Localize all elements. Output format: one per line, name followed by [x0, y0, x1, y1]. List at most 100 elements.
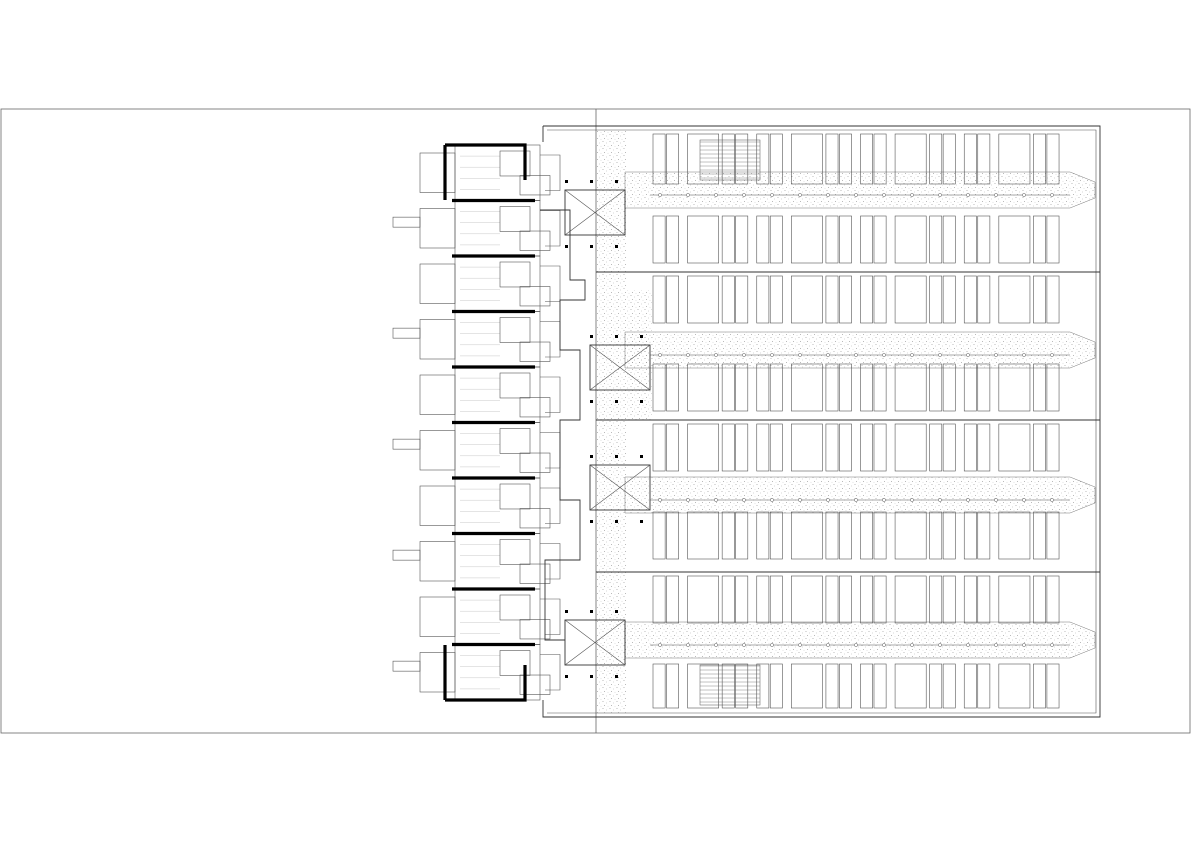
column-marker — [882, 193, 886, 197]
parking-stall — [652, 575, 666, 624]
parking-stall — [860, 423, 873, 472]
parking-stall — [687, 215, 720, 264]
parking-stall — [652, 423, 666, 472]
column-marker — [966, 643, 970, 647]
column-marker — [882, 353, 886, 357]
parking-stall — [687, 423, 720, 472]
parking-stall — [1046, 511, 1060, 560]
parking-stall — [1046, 663, 1060, 709]
column-marker — [826, 498, 830, 502]
parking-stall — [666, 511, 679, 560]
column-marker — [714, 498, 718, 502]
parking-hall — [542, 125, 1101, 718]
room — [499, 650, 531, 676]
drive-aisle — [624, 171, 1096, 209]
parking-stall — [769, 275, 783, 324]
parking-stall — [860, 275, 873, 324]
corridor-wall — [540, 654, 561, 691]
column-marker — [798, 643, 802, 647]
parking-stall — [652, 275, 666, 324]
column-marker — [714, 643, 718, 647]
column-marker — [686, 193, 690, 197]
column-dot — [615, 400, 618, 403]
column-marker — [742, 353, 746, 357]
apartment-unit — [454, 200, 541, 257]
parking-stall — [1046, 575, 1060, 624]
parking-outline-inner — [547, 129, 1097, 714]
room — [499, 594, 531, 621]
parking-stall — [942, 363, 956, 412]
parking-stall — [929, 215, 943, 264]
room — [499, 150, 531, 177]
column-marker — [1022, 193, 1026, 197]
column-marker — [854, 193, 858, 197]
parking-stall — [929, 133, 943, 185]
room — [499, 483, 531, 510]
parking-stall — [963, 663, 977, 709]
parking-stall — [721, 511, 735, 560]
parking-stall — [825, 423, 839, 472]
parking-stall — [825, 133, 839, 185]
parking-stall — [894, 133, 927, 185]
parking-stall — [791, 363, 823, 412]
room — [519, 452, 551, 473]
apartment-unit — [454, 477, 541, 534]
column-dot — [615, 180, 618, 183]
parking-stall — [756, 275, 770, 324]
parking-stall — [666, 663, 679, 709]
parking-stall — [977, 663, 991, 709]
parking-stall — [756, 363, 770, 412]
parking-stall — [860, 511, 873, 560]
parking-stall — [769, 575, 783, 624]
stair-cores — [564, 180, 651, 678]
column-marker — [966, 193, 970, 197]
parking-stall — [721, 423, 735, 472]
parking-stall — [1033, 133, 1046, 185]
parking-stall — [942, 575, 956, 624]
room — [499, 261, 531, 288]
column-dot — [640, 455, 643, 458]
parking-stall — [687, 275, 720, 324]
column-marker — [938, 193, 942, 197]
column-marker — [994, 643, 998, 647]
column-marker — [854, 353, 858, 357]
core-cross — [564, 189, 626, 236]
corridor-wall — [540, 543, 561, 580]
column-dot — [590, 400, 593, 403]
hatched-stall — [699, 139, 761, 181]
parking-stall — [666, 215, 679, 264]
parking-stall — [998, 133, 1031, 185]
balcony — [419, 430, 456, 471]
parking-stall — [721, 575, 735, 624]
parking-stall — [839, 215, 852, 264]
room — [519, 175, 551, 196]
end-wall — [445, 665, 527, 702]
column-marker — [966, 498, 970, 502]
parking-stall — [839, 663, 852, 709]
parking-stall — [825, 215, 839, 264]
core-cross — [589, 344, 651, 391]
parking-stall — [929, 575, 943, 624]
apartment-unit — [454, 422, 541, 479]
balcony-projection — [392, 216, 421, 228]
column-marker — [658, 498, 662, 502]
column-marker — [798, 498, 802, 502]
parking-stall — [756, 215, 770, 264]
parking-stall — [756, 575, 770, 624]
column-dot — [590, 180, 593, 183]
corridor-wall — [540, 598, 561, 635]
parking-stall — [791, 275, 823, 324]
link-wall — [540, 209, 586, 641]
column-marker — [1050, 498, 1054, 502]
column-dot — [565, 245, 568, 248]
parking-stall — [839, 275, 852, 324]
parking-stall — [687, 575, 720, 624]
balcony — [419, 319, 456, 360]
parking-stall — [839, 575, 852, 624]
apartment-unit — [454, 644, 541, 701]
parking-stall — [1033, 363, 1046, 412]
room — [519, 230, 551, 251]
parking-stall — [977, 133, 991, 185]
parking-stall — [894, 363, 927, 412]
